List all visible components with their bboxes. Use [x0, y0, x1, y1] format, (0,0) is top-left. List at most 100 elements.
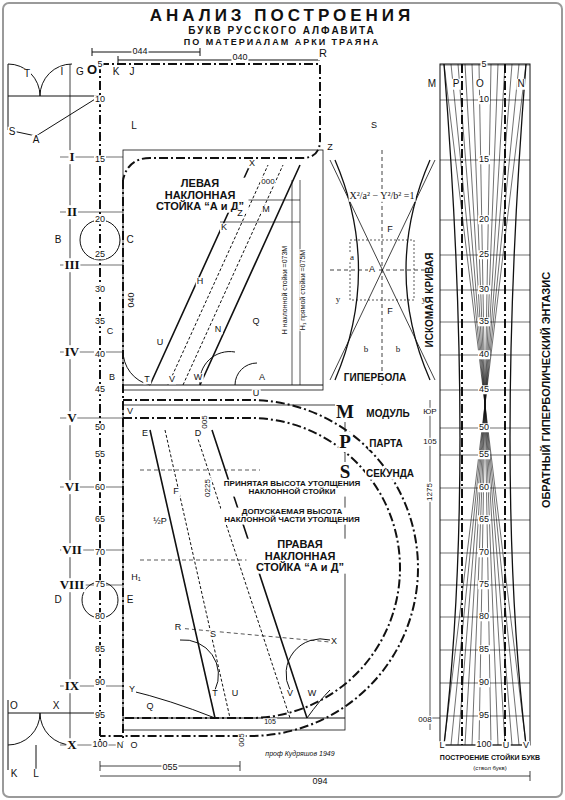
point-label: T — [23, 69, 31, 80]
point-label: Y — [128, 685, 136, 694]
point-label: Z — [236, 209, 244, 218]
point-label: L — [438, 741, 445, 750]
point-label: D — [53, 595, 62, 606]
point-label: ПО МАТЕРИАЛАМ АРКИ ТРАЯНА — [183, 38, 382, 47]
scale-number: 70 — [94, 548, 106, 557]
point-label: M — [261, 205, 271, 214]
slanted-stem — [150, 430, 307, 718]
point-label: проф Кудряшов 1949 — [264, 750, 335, 757]
point-label: 000 — [260, 178, 275, 186]
roman-numeral: IV — [64, 345, 80, 359]
dimension-line — [420, 400, 440, 730]
point-label: K — [112, 67, 121, 78]
point-label: V — [168, 375, 176, 384]
point-label: N — [116, 741, 125, 750]
point-label: C — [106, 327, 115, 336]
asymptote — [330, 160, 435, 380]
point-label: 094 — [311, 777, 328, 786]
point-label: K — [220, 223, 228, 232]
scale-number: 25 — [94, 250, 106, 259]
scale-number: 55 — [94, 450, 106, 459]
point-label: P — [452, 79, 461, 90]
point-label: 008 — [417, 716, 432, 724]
point-label: O — [86, 63, 98, 77]
point-label: 040 — [127, 291, 136, 308]
point-label: D — [194, 429, 203, 438]
scale-number: 75 — [94, 580, 106, 589]
scale-number: 10 — [94, 95, 106, 104]
point-label: P — [338, 432, 352, 452]
page-frame — [3, 3, 562, 797]
scale-number: 100 — [475, 740, 492, 749]
scale-number: 95 — [94, 711, 106, 720]
point-label: U — [231, 689, 240, 698]
roman-numeral: II — [66, 205, 78, 219]
point-label: 040 — [231, 53, 248, 62]
scale-number: 90 — [94, 678, 106, 687]
point-label: F — [172, 487, 180, 496]
point-label: A — [368, 265, 376, 274]
point-label: 105 — [263, 718, 277, 725]
point-label: U — [156, 338, 165, 347]
scale-number: 90 — [478, 678, 490, 687]
entasis-curve — [444, 64, 526, 745]
point-label: S — [8, 127, 17, 138]
point-label: U — [502, 741, 511, 750]
point-label: H₁ — [130, 573, 142, 582]
scale-number: 80 — [478, 612, 490, 621]
point-label: СЕКУНДА — [365, 469, 415, 480]
scale-number: 40 — [478, 350, 490, 359]
point-label: y — [335, 295, 342, 304]
point-label: G — [75, 67, 85, 78]
serif-construction — [8, 64, 100, 136]
point-label: E — [126, 595, 135, 606]
title: АНАЛИЗ ПОСТРОЕНИЯ — [149, 7, 416, 25]
roman-numeral: IX — [64, 679, 80, 693]
point-label: ПРАВАЯ НАКЛОННАЯ СТОЙКА “А и Д” — [247, 539, 354, 574]
point-label: C — [125, 235, 134, 246]
scale-number: 35 — [94, 317, 106, 326]
point-label: X²/a² − Y²/b² =1 — [349, 191, 416, 202]
point-label: N — [214, 325, 223, 334]
point-label: O — [9, 701, 19, 712]
hyperbola — [335, 160, 430, 380]
roman-numeral: VII — [61, 543, 83, 557]
point-label: X — [248, 159, 256, 168]
point-label: K — [10, 769, 19, 780]
scale-number: 30 — [478, 285, 490, 294]
point-label: (ствол букв) — [472, 765, 507, 771]
point-label: L — [130, 121, 138, 132]
roman-numeral: I — [68, 150, 75, 164]
point-label: ПОСТРОЕНИЕ СТОЙКИ БУКВ — [439, 754, 541, 761]
scale-number: 50 — [94, 423, 106, 432]
point-label: 044 — [131, 47, 148, 56]
scale-number: 35 — [478, 317, 490, 326]
circle — [80, 220, 120, 260]
point-label: F — [386, 307, 394, 316]
point-label: ЛЕВАЯ НАКЛОННАЯ СТОЙКА “А и Д” — [152, 178, 249, 213]
point-label: W — [193, 373, 204, 382]
scale-number: 30 — [94, 285, 106, 294]
point-label: S — [209, 630, 217, 639]
point-label: 005 — [238, 732, 246, 747]
point-label: E — [141, 429, 149, 438]
scale-number: 60 — [478, 483, 490, 492]
point-label: ОБРАТНЫЙ ГИПЕРБОЛИЧЕСКИЙ ЭНТАЗИС — [541, 271, 553, 509]
point-label: N — [516, 79, 525, 90]
construction-stroke — [444, 64, 526, 745]
construction-box — [350, 240, 414, 300]
scale-number: 55 — [478, 450, 490, 459]
roman-numeral: V — [66, 411, 77, 425]
drawing — [8, 48, 530, 781]
point-label: 0225 — [204, 478, 212, 498]
point-label: W — [307, 689, 318, 698]
point-label: ПРИНЯТАЯ ВЫСОТА УТОЛЩЕНИЯ НАКЛОННОЙ СТОЙ… — [221, 480, 363, 497]
scale-number: 85 — [94, 645, 106, 654]
point-label: V — [286, 689, 294, 698]
point-label: X — [52, 701, 61, 712]
point-label: B — [108, 373, 116, 382]
point-label: M — [335, 402, 355, 422]
point-label: ГИПЕРБОЛА — [343, 373, 407, 384]
point-label: S — [370, 121, 378, 130]
point-label: ЮР — [422, 408, 437, 416]
